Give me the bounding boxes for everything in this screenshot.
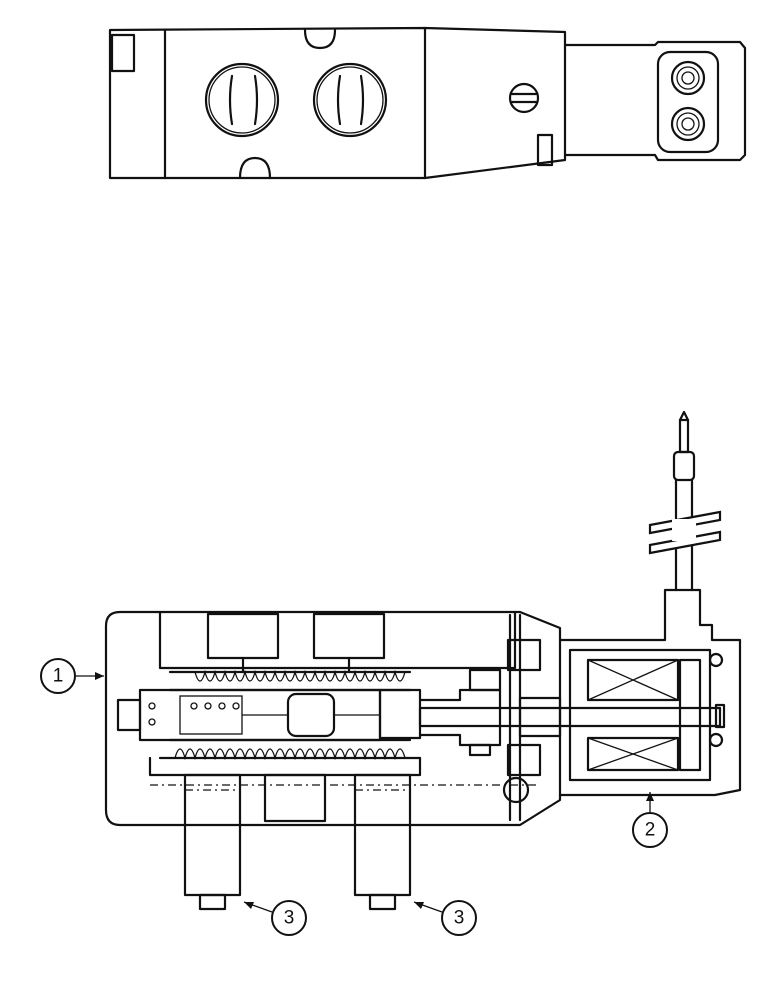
- lower-cylinder-right: [353, 773, 412, 911]
- callout-3-left-label: 3: [284, 908, 295, 929]
- callout-3-left: 3: [243, 900, 307, 936]
- callout-1: 1: [40, 658, 104, 694]
- callout-3-right-label: 3: [454, 908, 465, 929]
- lower-seals: [158, 738, 422, 761]
- valve-section-view: [104, 410, 742, 911]
- callout-3-right: 3: [413, 900, 477, 936]
- upper-seals: [168, 669, 412, 692]
- lower-cylinder-left: [183, 773, 242, 911]
- callout-1-label: 1: [53, 666, 64, 687]
- callout-2-label: 2: [645, 820, 656, 841]
- valve-top-view: [108, 26, 747, 180]
- solenoid-cable: [648, 410, 722, 592]
- callout-2: 2: [632, 792, 668, 848]
